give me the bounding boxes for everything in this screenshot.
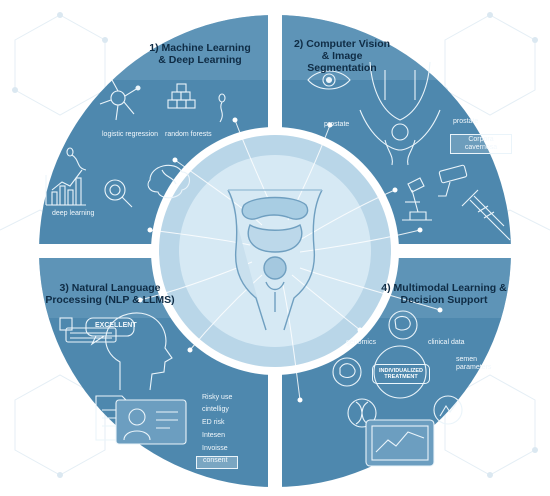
quadrant-title-nlp: 3) Natural Language Processing (NLP & LL… [45, 282, 175, 307]
quadrant-title-cv: 2) Computer Vision & Image Segmentation [293, 38, 391, 75]
bar-chart-icon [45, 169, 86, 206]
sperm-icon [218, 93, 226, 123]
item-genomics: genomics [346, 339, 376, 346]
quadrant-title-mm: 4) Multimodal Learning & Decision Suppor… [381, 282, 507, 307]
item-risky-use: Risky use [202, 394, 233, 401]
item-semen-parameters: semen parameters [456, 356, 492, 372]
sperm-icon [66, 147, 87, 171]
cctv-camera-icon [438, 164, 468, 197]
brain-icon [332, 357, 362, 387]
syringe-icon [461, 189, 511, 241]
tablet-chart-icon [365, 419, 435, 467]
item-prostate-right: prostate [453, 118, 479, 125]
magnifier-icon [104, 179, 133, 208]
item-clinical-data: clinical data [428, 339, 465, 346]
neuron-icon [99, 79, 141, 121]
head-profile-icon [85, 312, 173, 391]
quadrant-title-ml: 1) Machine Learning & Deep Learning [149, 42, 251, 67]
individualized-treatment-box: INDIVIDUALIZED TREATMENT [372, 364, 430, 384]
item-random-forests: random forests [165, 131, 212, 138]
item-deep-learning: deep learning [52, 210, 95, 217]
item-logistic-regression: logistic regression [102, 131, 159, 138]
pelvis-icon [359, 61, 441, 166]
anatomy-torso-icon [227, 189, 323, 331]
consent-box [196, 456, 238, 469]
item-ed-risk: ED risk [202, 419, 225, 426]
item-corpora-cavernosa: Corpora cavernosa [450, 134, 512, 155]
item-invoisse: Invoisse [202, 445, 228, 452]
blocks-icon [167, 83, 196, 109]
brain-icon [388, 310, 418, 340]
doctor-card-icon [115, 399, 187, 445]
item-prostate-left: prostate [324, 121, 350, 128]
brain-icon [147, 164, 191, 199]
item-consent: consent [203, 457, 228, 464]
connector-dots [137, 117, 443, 403]
item-cintelligy: cintelligy [202, 406, 229, 413]
keyboard-icon [59, 317, 117, 343]
item-intesen: Intesen [202, 432, 225, 439]
microscope-icon [402, 177, 432, 221]
bar-chart-icon [433, 395, 463, 425]
item-excellent: EXCELLENT [95, 322, 137, 329]
treatment-ring [373, 345, 427, 399]
eye-icon [307, 70, 351, 90]
